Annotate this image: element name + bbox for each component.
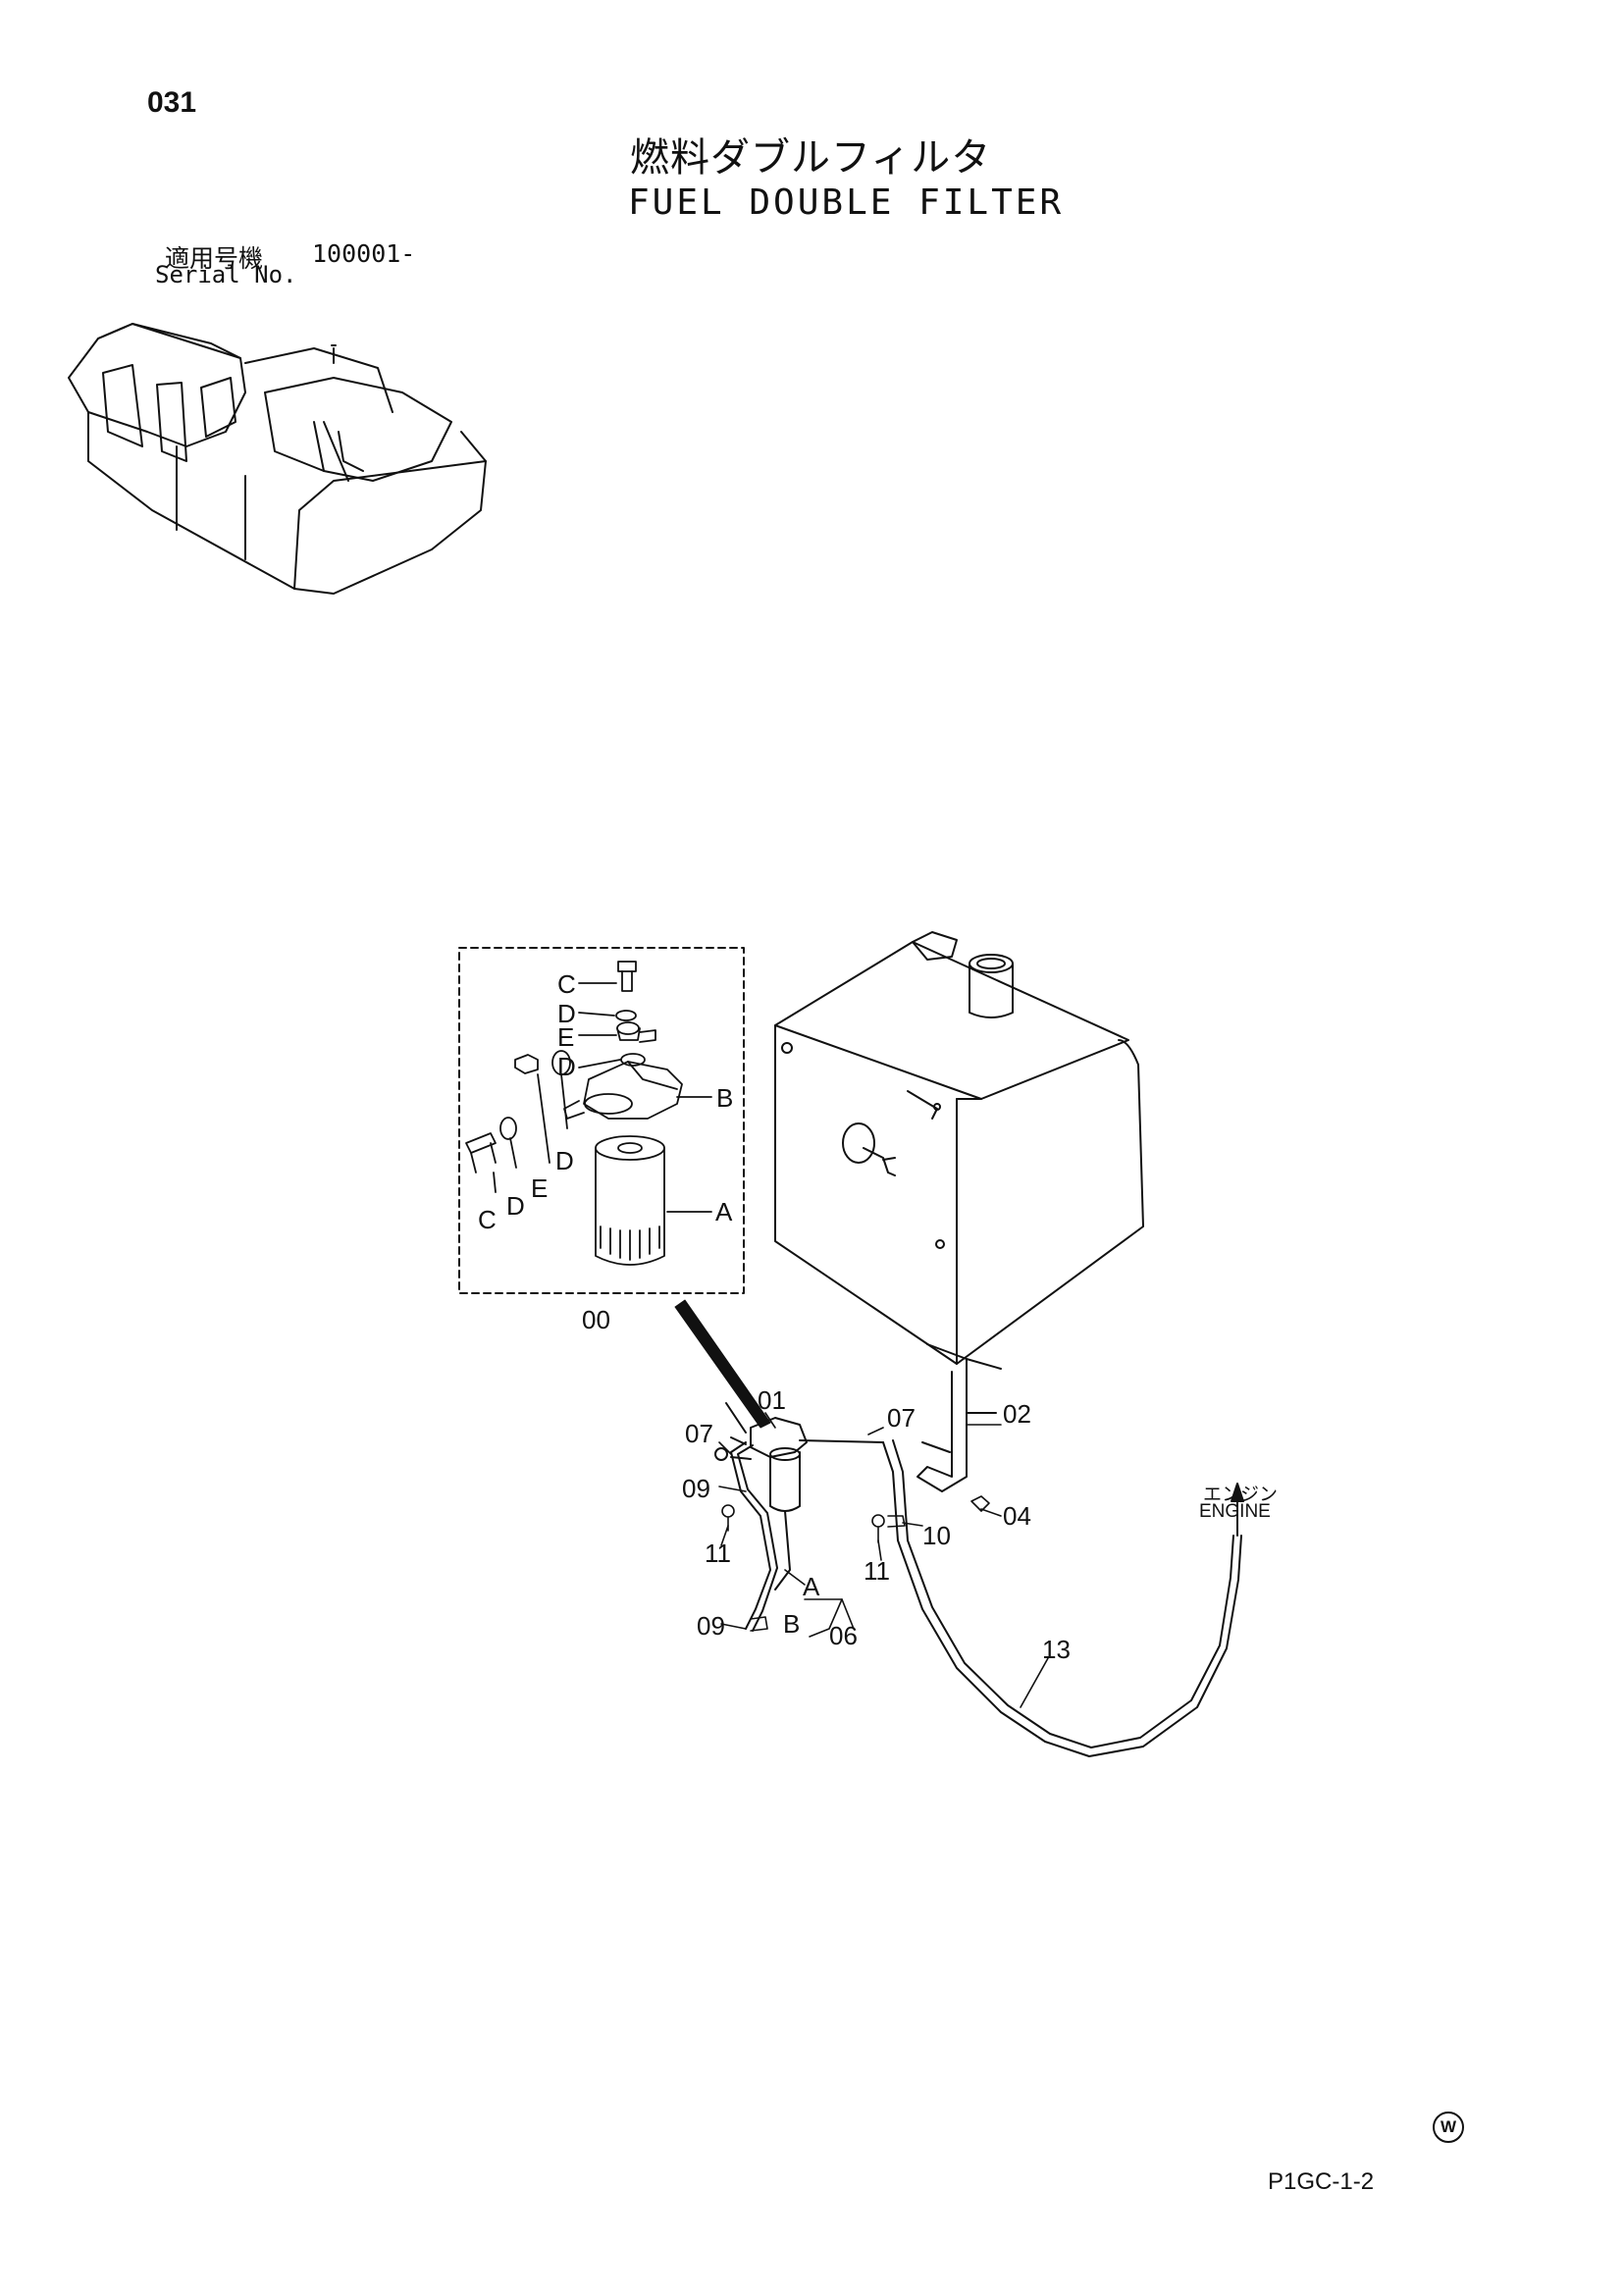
callout-02: 02 — [1003, 1399, 1031, 1429]
inset-assembly-number: 00 — [582, 1305, 610, 1334]
callout-11-left: 11 — [705, 1539, 731, 1568]
inset-label-a: A — [715, 1197, 733, 1226]
inset-detail-box — [458, 947, 745, 1294]
inset-label-c-top: C — [557, 969, 576, 999]
inset-label-d-mid: D — [557, 1052, 576, 1081]
fittings — [721, 1495, 990, 1632]
callout-09-bottom: 09 — [697, 1611, 725, 1641]
inset-label-c-low: C — [478, 1205, 497, 1234]
inset-label-b: B — [716, 1083, 734, 1113]
inset-label-d-top: D — [557, 999, 576, 1028]
callout-10: 10 — [922, 1521, 951, 1550]
callout-07-right: 07 — [887, 1403, 916, 1433]
page-number: 031 — [147, 86, 197, 119]
excavator-thumbnail — [68, 323, 487, 595]
callout-leaders — [718, 1412, 1049, 1708]
inset-label-d-low: D — [506, 1191, 525, 1221]
detail-pointer-arrow — [674, 1299, 771, 1429]
serial-label-japanese: 適用号機 — [165, 244, 264, 273]
fuel-hoses — [714, 1402, 1244, 1757]
callout-01: 01 — [758, 1385, 786, 1415]
hose-label-a: A — [803, 1572, 820, 1601]
engine-label-japanese: エンジン — [1203, 1484, 1279, 1505]
circled-w-mark: W — [1433, 2112, 1464, 2143]
title-japanese: 燃料ダブルフィルタ — [630, 135, 992, 181]
installed-filter — [750, 1417, 884, 1512]
inset-label-e-top: E — [557, 1022, 575, 1052]
inset-label-e-side: E — [531, 1174, 549, 1203]
serial-label-english: Serial No. — [155, 261, 297, 288]
serial-number-value: 100001- — [312, 239, 416, 268]
callout-13: 13 — [1042, 1635, 1071, 1664]
engine-label-english: ENGINE — [1199, 1501, 1271, 1522]
page-code: P1GC-1-2 — [1268, 2168, 1375, 2195]
fuel-tank — [774, 931, 1144, 1492]
callout-11-right: 11 — [864, 1556, 890, 1586]
hose-label-b: B — [783, 1609, 801, 1639]
inset-label-d-side: D — [555, 1146, 574, 1175]
callout-06: 06 — [829, 1621, 858, 1650]
callout-07-left: 07 — [685, 1419, 713, 1448]
title-english: FUEL DOUBLE FILTER — [628, 183, 1065, 223]
callout-09-top: 09 — [682, 1474, 710, 1503]
inset-parts — [465, 961, 712, 1266]
callout-04: 04 — [1003, 1501, 1031, 1531]
